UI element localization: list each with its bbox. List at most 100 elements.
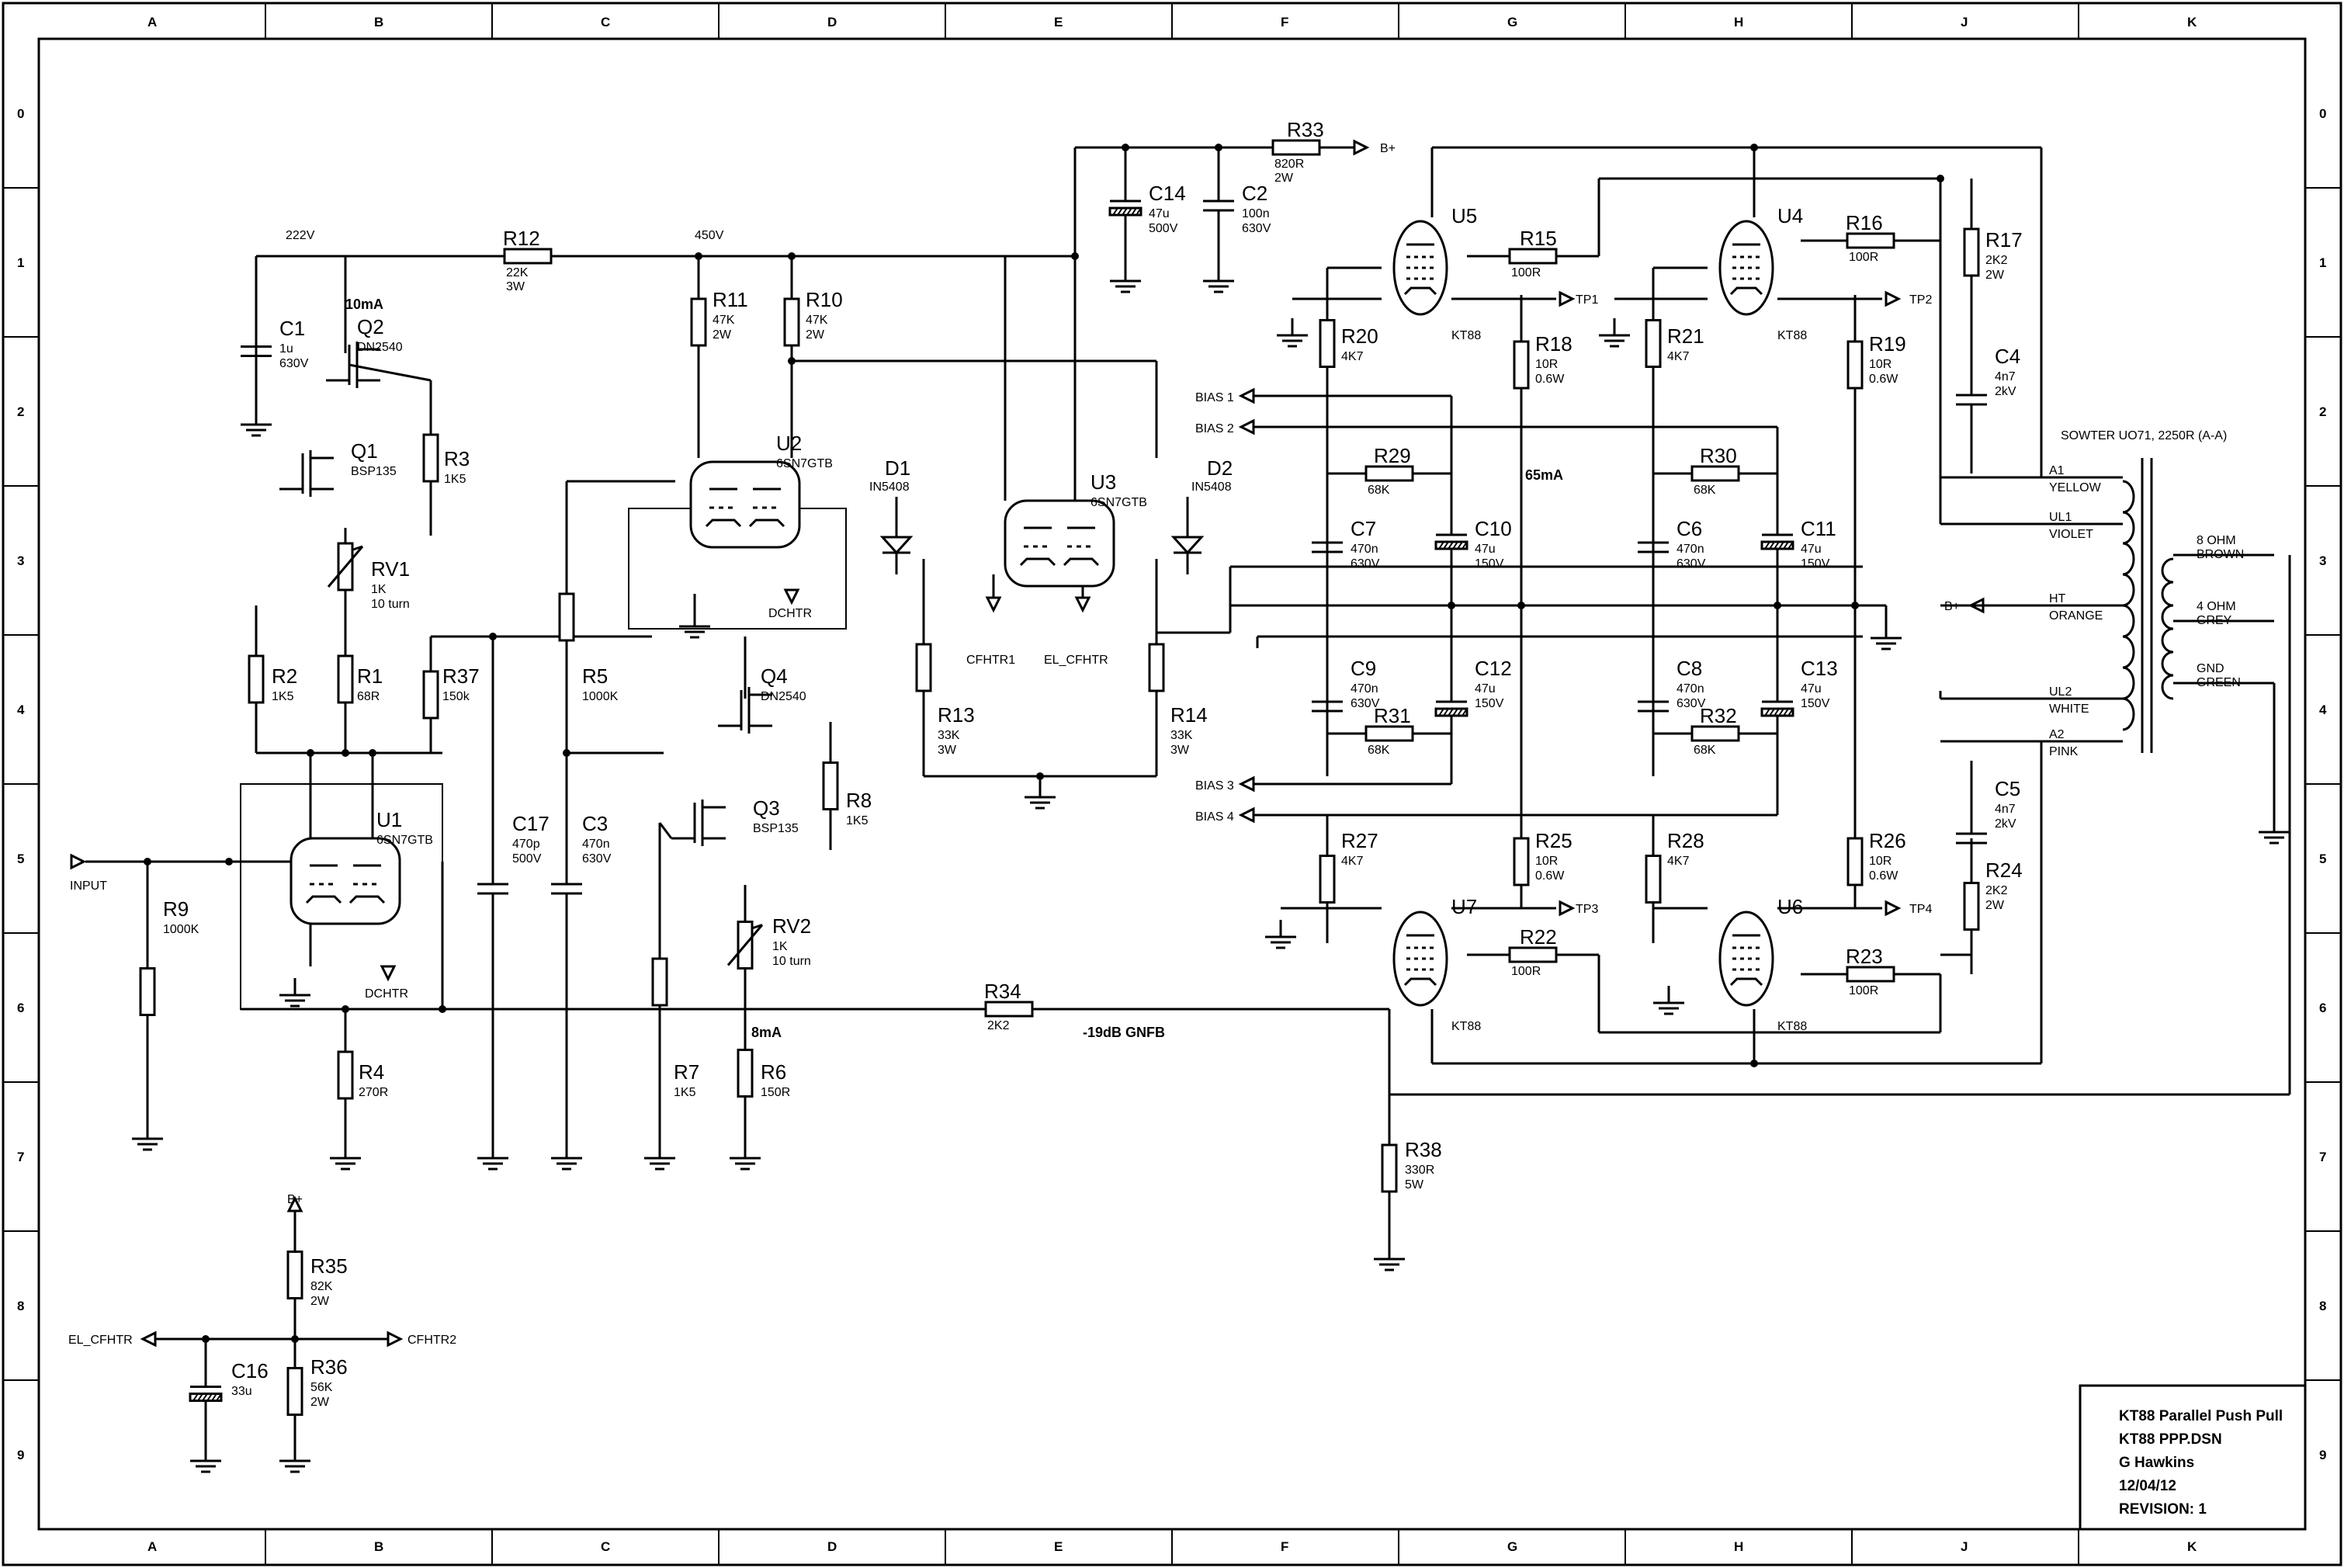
component-value: 100R [1849, 984, 1878, 997]
ground-symbol [1871, 621, 1902, 650]
primary-pin: A2 [2049, 728, 2065, 741]
elcfhtr-arrow [1074, 596, 1091, 613]
component-ref: C16 [231, 1359, 269, 1382]
component-value: 33K [938, 729, 960, 742]
component-value: IN5408 [1191, 480, 1232, 494]
net-label-el-cfhtr: EL_CFHTR [1044, 654, 1108, 667]
row-label: 9 [2319, 1448, 2326, 1462]
row-label: 9 [17, 1448, 24, 1462]
component-value: 820R [1274, 158, 1304, 171]
component-ref: R36 [310, 1355, 348, 1379]
ground-symbol [1277, 318, 1308, 348]
component-rating: 150V [1801, 697, 1830, 710]
bplus-arrow [1353, 139, 1370, 156]
ground-symbol [477, 1141, 508, 1171]
ground-symbol [2259, 815, 2290, 845]
component-value: 6SN7GTB [776, 457, 833, 470]
component-ref: R24 [1985, 859, 2023, 882]
row-label: 1 [2319, 255, 2326, 270]
component-value: 1K5 [674, 1086, 696, 1099]
feedback-label: -19dB GNFB [1083, 1025, 1165, 1040]
primary-color: ORANGE [2049, 609, 2103, 623]
component-ref: Q3 [753, 796, 780, 820]
column-label: A [147, 1539, 157, 1554]
row-label: 6 [17, 1001, 24, 1015]
current-label: 65mA [1525, 467, 1563, 483]
bias4-arrow [1238, 807, 1255, 824]
component-ref: C14 [1149, 182, 1186, 205]
component-ref: U7 [1451, 895, 1477, 918]
tp3-arrow [1559, 900, 1576, 917]
column-label: H [1734, 15, 1743, 29]
dchtr-arrow [380, 965, 397, 982]
component-value: 47u [1475, 543, 1496, 556]
component-ref: C5 [1995, 777, 2020, 800]
transformer-title: SOWTER UO71, 2250R (A-A) [2061, 429, 2227, 442]
component-value: 1K [371, 583, 387, 596]
component-value: 470n [1677, 543, 1704, 556]
input-label: INPUT [70, 879, 107, 893]
component-ref: R3 [444, 447, 470, 470]
row-label: 0 [2319, 106, 2326, 121]
component-value: 68K [1368, 744, 1390, 757]
tp1-arrow [1559, 290, 1576, 307]
row-label: 4 [17, 702, 25, 717]
row-label: 2 [17, 404, 24, 419]
row-label: 7 [17, 1150, 24, 1164]
component-ref: R6 [761, 1060, 786, 1084]
component-rating: 630V [1677, 557, 1706, 571]
tp4-arrow [1885, 900, 1902, 917]
component-value: 56K [310, 1381, 333, 1394]
component-value: 10R [1535, 358, 1558, 371]
ground-symbol [132, 1122, 163, 1151]
component-rating: 2kV [1995, 817, 2016, 831]
component-ref: R14 [1170, 703, 1208, 727]
component-value: KT88 [1451, 329, 1481, 342]
junction-dot [1036, 772, 1044, 780]
primary-color: PINK [2049, 745, 2079, 758]
component-rating: 2W [310, 1295, 330, 1308]
dchtr-arrow-2 [783, 588, 800, 605]
secondary-tap: 4 OHM [2197, 600, 2236, 613]
component-rating: 0.6W [1869, 373, 1898, 386]
component-ref: D1 [885, 456, 910, 480]
component-value: 1000K [163, 923, 199, 936]
voltage-label: 450V [695, 229, 724, 242]
junction-dot [1750, 144, 1758, 151]
component-ref: C17 [512, 812, 550, 835]
component-value: 100R [1511, 965, 1541, 978]
component-rating: 500V [512, 852, 542, 866]
component-rating: 2kV [1995, 385, 2016, 398]
row-label: 3 [2319, 553, 2326, 568]
row-label: 8 [2319, 1299, 2326, 1313]
voltage-label: 222V [286, 229, 315, 242]
ground-symbol [1110, 264, 1141, 293]
row-label: 4 [2319, 702, 2327, 717]
component-value: 100n [1242, 207, 1270, 220]
component-ref: RV2 [772, 914, 811, 938]
component-ref: C9 [1351, 657, 1376, 680]
component-rating: 630V [1351, 697, 1380, 710]
